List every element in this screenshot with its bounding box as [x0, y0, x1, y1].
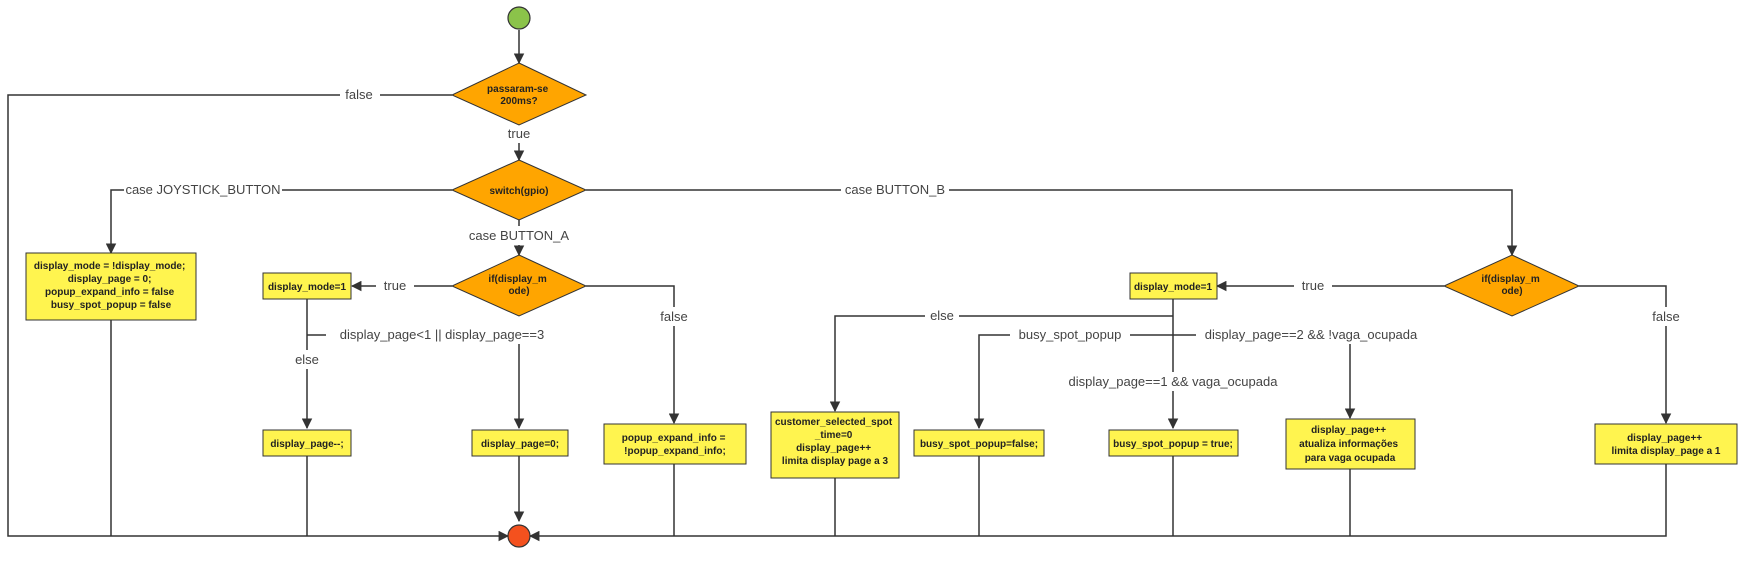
edges — [7, 30, 1672, 542]
label-if-a-false: false — [660, 309, 687, 324]
decision-if-a-line2: ode) — [508, 286, 529, 297]
box-display-page-dec-text: display_page--; — [270, 439, 343, 450]
box-atualiza-info: display_page++ atualiza informações para… — [1285, 418, 1416, 470]
start-node — [507, 6, 531, 30]
box-joystick: display_mode = !display_mode; display_pa… — [25, 252, 197, 321]
box-display-mode-b: display_mode=1 — [1129, 272, 1218, 300]
box-joystick-line4: busy_spot_popup = false — [51, 300, 172, 311]
svg-text:busy_spot_popup = true;: busy_spot_popup = true; — [1113, 439, 1233, 450]
box-busy-popup-false-text: busy_spot_popup=false; — [920, 439, 1038, 450]
box-display-mode-a: display_mode=1 — [262, 272, 352, 300]
decision-200ms-line2: 200ms? — [500, 96, 537, 107]
label-false-200ms: false — [345, 87, 372, 102]
edge-switch-joystick — [105, 189, 452, 255]
edge-if-a-false — [586, 285, 680, 425]
box-display-mode-a-text: display_mode=1 — [268, 282, 347, 293]
label-case-joystick: case JOYSTICK_BUTTON — [125, 182, 280, 197]
box-atualiza-line2: atualiza informações — [1299, 439, 1398, 450]
decision-if-a: if(display_m ode) — [450, 254, 588, 317]
label-if-b-false: false — [1652, 309, 1679, 324]
box-customer-line3: display_page++ — [796, 443, 871, 454]
box-popup-expand-line1: popup_expand_info = — [622, 433, 726, 444]
edge-labels: false true case JOYSTICK_BUTTON case BUT… — [124, 85, 1686, 391]
label-if-a-else: else — [295, 352, 319, 367]
edge-switch-button-b — [586, 189, 1518, 257]
label-if-b-else: else — [930, 308, 954, 323]
decision-if-b-line2: ode) — [1501, 286, 1522, 297]
svg-text:if(display_m ode): if(display_m ode) — [1481, 274, 1542, 297]
svg-text:display_page--;: display_page--; — [270, 439, 343, 450]
svg-text:display_page++ limita di: display_page++ limita display_page a 1 — [1612, 433, 1721, 457]
decision-if-b-line1: if(display_m — [1481, 274, 1539, 285]
box-display-page-dec: display_page--; — [262, 429, 352, 457]
box-joystick-line2: display_page = 0; — [68, 274, 152, 285]
decision-switch: switch(gpio) — [450, 159, 588, 221]
box-limita-page-1: display_page++ limita display_page a 1 — [1594, 423, 1738, 465]
label-if-b-true: true — [1302, 278, 1324, 293]
end-node — [507, 524, 531, 548]
box-busy-popup-false: busy_spot_popup=false; — [913, 429, 1045, 457]
decision-200ms-line1: passaram-se — [487, 84, 549, 95]
svg-text:if(display_m ode): if(display_m ode) — [488, 274, 549, 297]
svg-text:popup_expand_info = !pop: popup_expand_info = !popup_expand_info; — [622, 433, 728, 457]
svg-text:switch(gpio): switch(gpio) — [490, 186, 549, 197]
svg-text:passaram-se 200ms?: passaram-se 200ms? — [487, 84, 551, 107]
edge-limita1-down — [528, 464, 1667, 542]
box-customer-line2: _time=0 — [814, 430, 853, 441]
svg-text:display_page=0;: display_page=0; — [481, 439, 559, 450]
box-customer-line4: limita display page a 3 — [782, 456, 889, 467]
decision-switch-text: switch(gpio) — [490, 186, 549, 197]
decision-if-b: if(display_m ode) — [1442, 254, 1581, 317]
label-case-button-a: case BUTTON_A — [469, 228, 570, 243]
box-busy-popup-true: busy_spot_popup = true; — [1108, 429, 1239, 457]
box-joystick-line3: popup_expand_info = false — [45, 287, 175, 298]
label-if-a-true: true — [384, 278, 406, 293]
svg-text:display_mode=1: display_mode=1 — [268, 282, 347, 293]
box-limita-line2: limita display_page a 1 — [1612, 446, 1721, 457]
box-display-page-zero: display_page=0; — [471, 429, 569, 457]
label-if-b-page2: display_page==2 && !vaga_ocupada — [1205, 327, 1418, 342]
box-atualiza-line3: para vaga ocupada — [1305, 453, 1396, 464]
box-customer-line1: customer_selected_spot — [775, 417, 893, 428]
svg-text:display_mode = !display_mode;: display_mode = !display_mode; display_pa… — [34, 261, 188, 311]
decision-200ms: passaram-se 200ms? — [450, 62, 588, 126]
svg-text:customer_selected_spot _: customer_selected_spot _time=0 display_p… — [775, 417, 895, 467]
box-popup-expand-line2: !popup_expand_info; — [624, 446, 726, 457]
box-joystick-line1: display_mode = !display_mode; — [34, 261, 185, 272]
label-true-200ms: true — [508, 126, 530, 141]
svg-text:busy_spot_popup=false;: busy_spot_popup=false; — [920, 439, 1038, 450]
label-if-a-cond: display_page<1 || display_page==3 — [340, 327, 544, 342]
box-popup-expand: popup_expand_info = !popup_expand_info; — [603, 423, 747, 465]
edge-dm1-a-cond — [307, 334, 525, 430]
box-busy-popup-true-text: busy_spot_popup = true; — [1113, 439, 1233, 450]
box-limita-line1: display_page++ — [1627, 433, 1702, 444]
label-if-b-page1: display_page==1 && vaga_ocupada — [1069, 374, 1279, 389]
box-atualiza-line1: display_page++ — [1311, 425, 1386, 436]
edge-if-b-false — [1579, 285, 1672, 425]
label-case-button-b: case BUTTON_B — [845, 182, 945, 197]
svg-text:display_mode=1: display_mode=1 — [1134, 282, 1213, 293]
box-display-page-zero-text: display_page=0; — [481, 439, 559, 450]
decision-if-a-line1: if(display_m — [488, 274, 546, 285]
box-display-mode-b-text: display_mode=1 — [1134, 282, 1213, 293]
box-customer-selected: customer_selected_spot _time=0 display_p… — [770, 411, 900, 479]
svg-text:display_page++ atualiza: display_page++ atualiza informações para… — [1299, 425, 1401, 464]
label-if-b-busy: busy_spot_popup — [1019, 327, 1122, 342]
edge-dm1-b-else — [829, 315, 1173, 413]
edge-200ms-false — [7, 94, 510, 542]
